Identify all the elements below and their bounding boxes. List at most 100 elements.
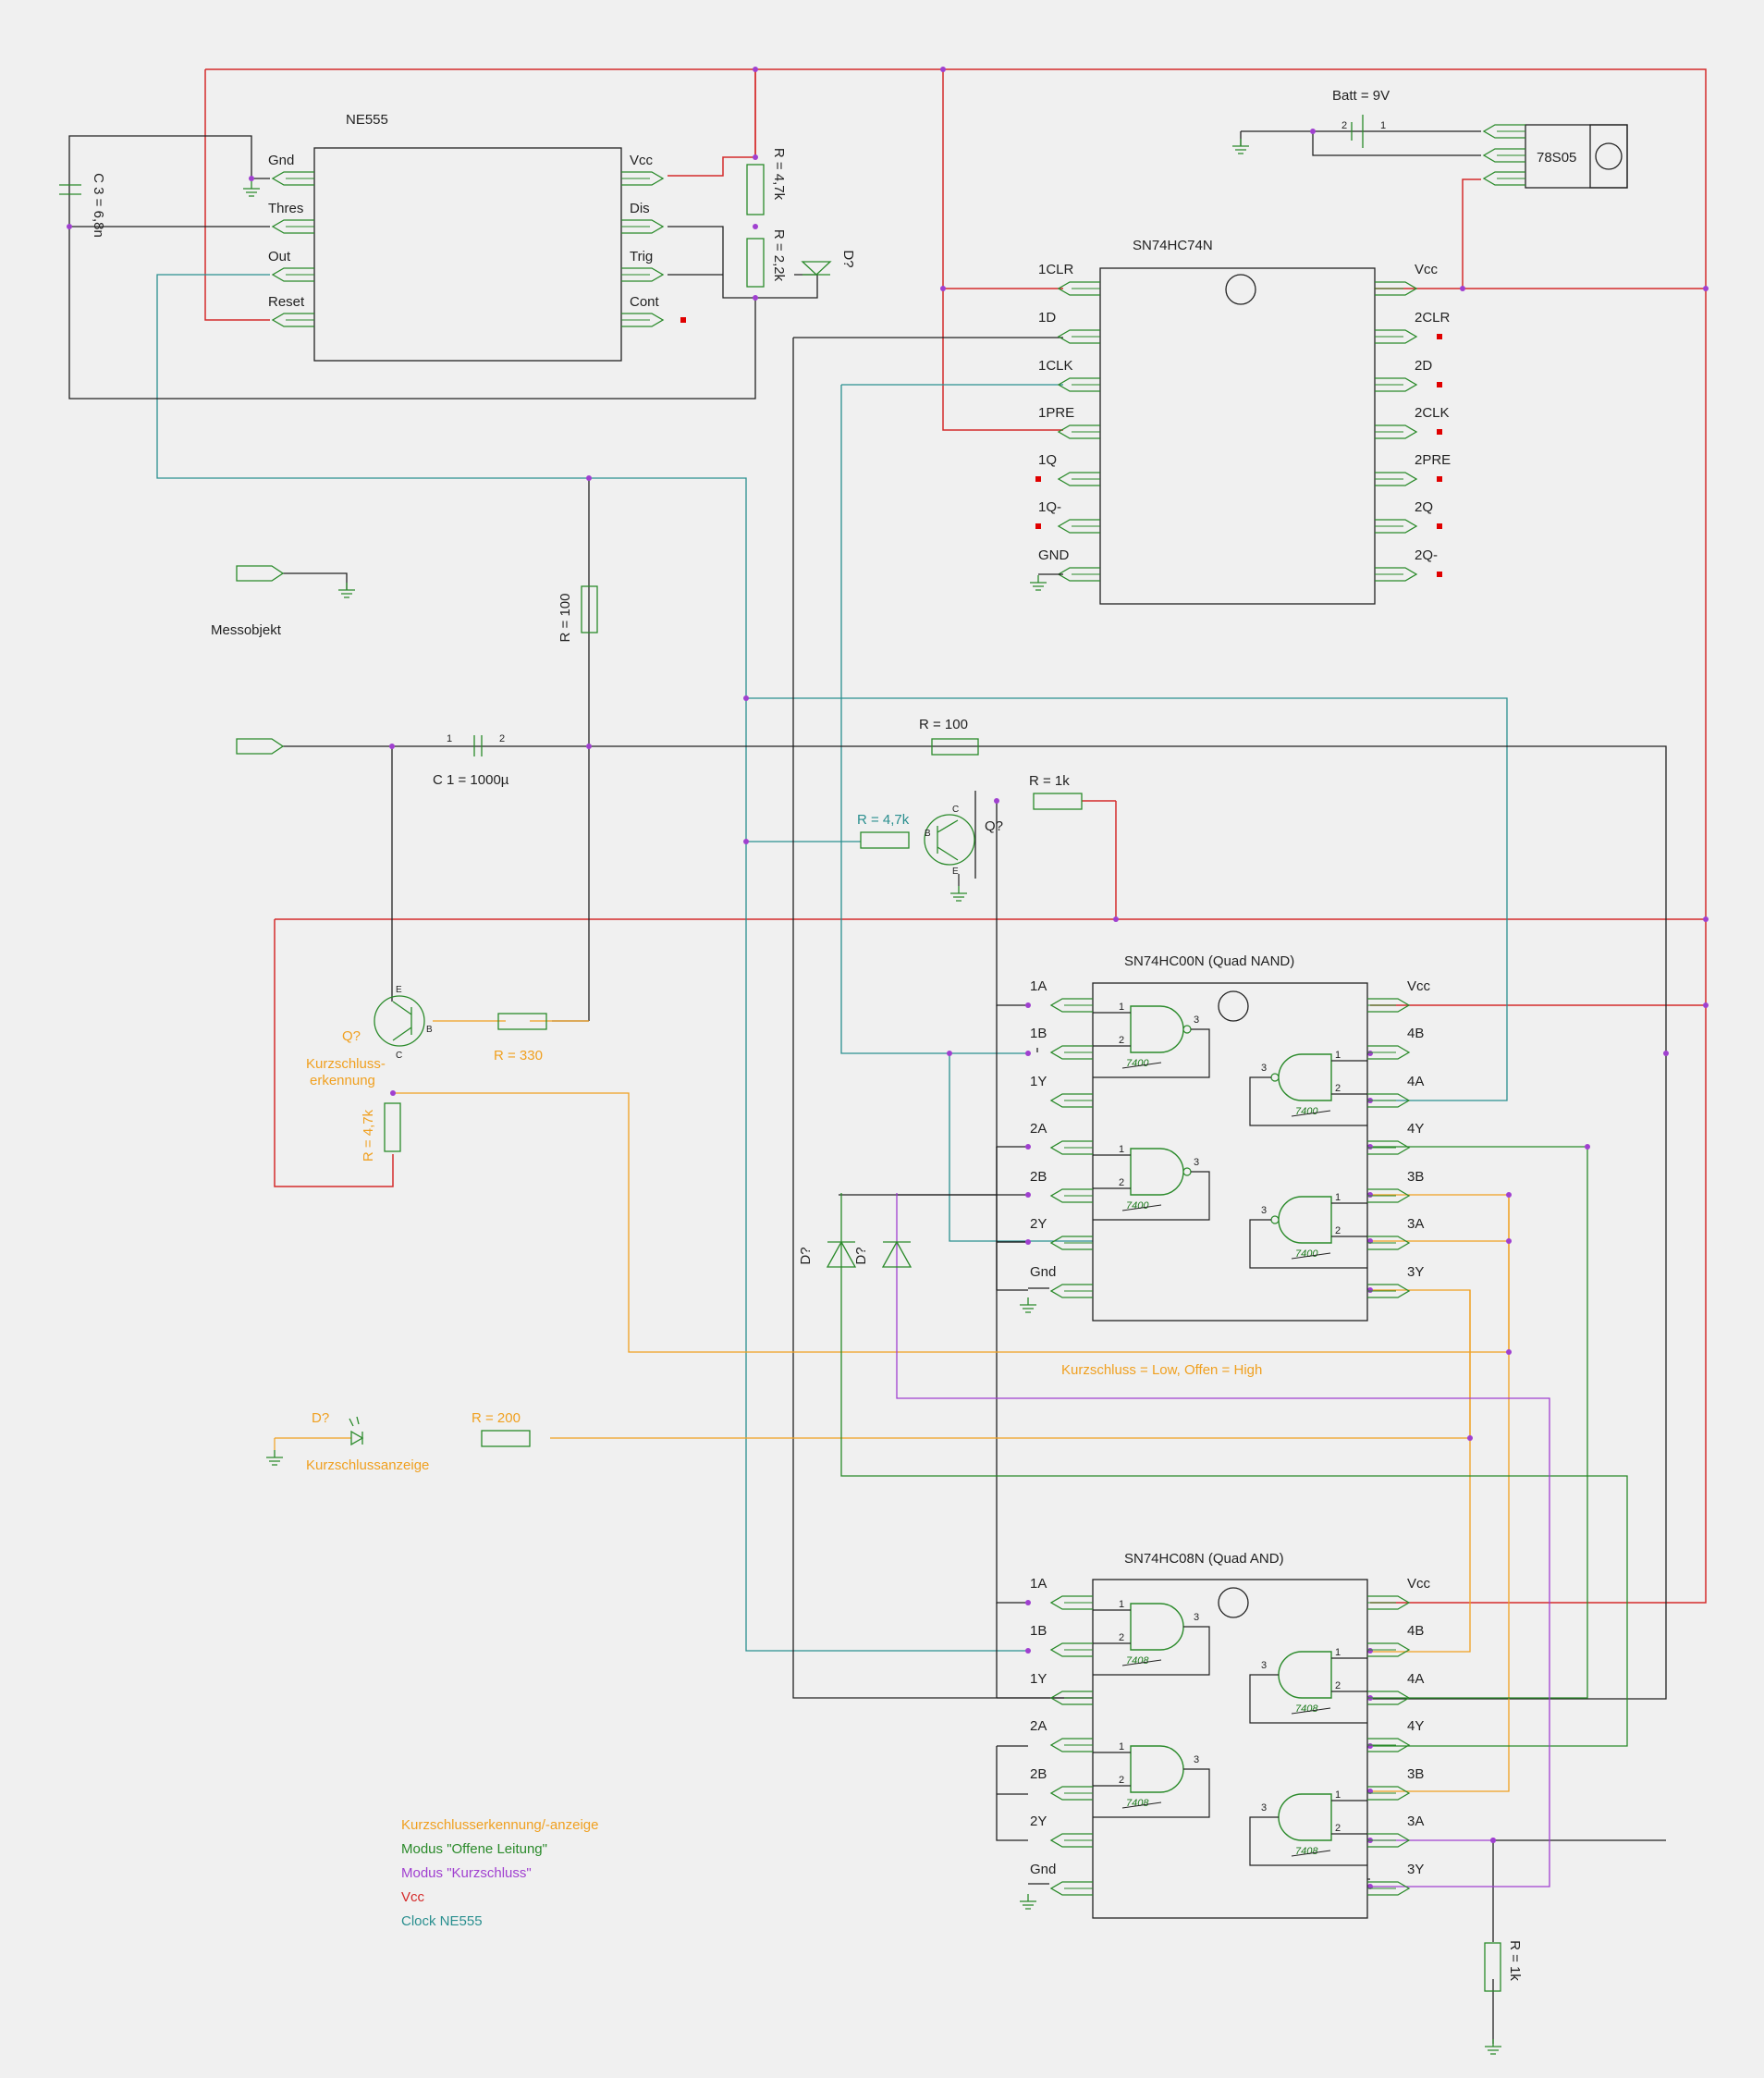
unconnected-marker bbox=[1437, 382, 1442, 387]
junction-node bbox=[1025, 1051, 1031, 1056]
nand-pin-2a bbox=[1049, 1140, 1093, 1155]
capacitor-c3 bbox=[59, 184, 81, 195]
battery-pin2: 2 bbox=[1341, 120, 1347, 131]
junction-node bbox=[249, 176, 254, 181]
nand-pin-label-3y: 3Y bbox=[1407, 1264, 1424, 1280]
junction-node bbox=[940, 286, 946, 291]
junction-node bbox=[1025, 1144, 1031, 1150]
led-name: D? bbox=[312, 1410, 329, 1426]
open-mode-wires bbox=[840, 1146, 1628, 1747]
ff-pin-2clk bbox=[1375, 424, 1418, 439]
junction-node bbox=[1467, 1435, 1473, 1441]
nand-gate-1: 7400 bbox=[1121, 1005, 1192, 1069]
nand-pin-label-1y: 1Y bbox=[1030, 1074, 1047, 1089]
ne555-pin-out bbox=[271, 267, 314, 282]
short-wires bbox=[275, 1020, 1510, 1792]
junction-node bbox=[586, 475, 592, 481]
nand-pin-label-4b: 4B bbox=[1407, 1026, 1424, 1041]
junction-node bbox=[753, 154, 758, 160]
and-pin-label-2y: 2Y bbox=[1030, 1814, 1047, 1829]
nand-pin-4a bbox=[1367, 1093, 1411, 1108]
and-pin-3y bbox=[1367, 1881, 1411, 1896]
sn74hc74n-ic: 1CLR1D1CLK1PRE1Q1Q-GNDVcc2CLR2D2CLK2PRE2… bbox=[1038, 262, 1451, 605]
unconnected-marker bbox=[1437, 572, 1442, 577]
nand-pin-label-2a: 2A bbox=[1030, 1121, 1047, 1137]
regulator-78s05 bbox=[1482, 124, 1628, 189]
nand-gate-3-type: 7400 bbox=[1295, 1106, 1318, 1117]
ff-pin-label-2pre: 2PRE bbox=[1415, 452, 1451, 468]
led-indicator bbox=[349, 1416, 364, 1446]
junction-node bbox=[994, 798, 999, 804]
ff-pin-label-2q: 2Q bbox=[1415, 499, 1433, 515]
ne555-pin-thres bbox=[271, 219, 314, 234]
ne555-pin-label-trig: Trig bbox=[630, 249, 653, 264]
nand-gate-2-type: 7400 bbox=[1126, 1200, 1149, 1211]
ff-pin-label-2q-: 2Q- bbox=[1415, 547, 1438, 563]
and-gate-3-in2: 2 bbox=[1335, 1680, 1341, 1691]
pnp-pin-e: E bbox=[396, 985, 402, 995]
junction-node bbox=[1025, 1239, 1031, 1245]
legend-item-2: Modus "Kurzschluss" bbox=[401, 1865, 532, 1881]
nand-pin-label-3a: 3A bbox=[1407, 1216, 1424, 1232]
pnp-pin-c: C bbox=[396, 1051, 402, 1061]
resistor-200 bbox=[481, 1430, 531, 1447]
nand-gate-4: 7400 bbox=[1270, 1196, 1332, 1260]
battery bbox=[1351, 115, 1364, 148]
and-gate-1: 7408 bbox=[1121, 1603, 1184, 1666]
ff-pin-2clr bbox=[1375, 329, 1418, 344]
ne555-periphery bbox=[59, 164, 832, 288]
ff-pin-1clr bbox=[1057, 281, 1100, 296]
resistor-4k7-npn bbox=[860, 831, 910, 849]
and-pin-label-3b: 3B bbox=[1407, 1766, 1424, 1782]
ground-symbols bbox=[243, 139, 1501, 2055]
junction-node bbox=[947, 1051, 952, 1056]
nand-pin-4b bbox=[1367, 1045, 1411, 1060]
and-pin-label-4b: 4B bbox=[1407, 1623, 1424, 1639]
nand-pin-3a bbox=[1367, 1236, 1411, 1250]
junction-node bbox=[1703, 1002, 1709, 1008]
and-gate-3-out: 3 bbox=[1261, 1660, 1267, 1671]
diodes-middle bbox=[826, 1240, 913, 1268]
and-gate-4: 7408 bbox=[1278, 1793, 1332, 1857]
nand-gate-1-in2: 2 bbox=[1119, 1035, 1124, 1046]
nand-gate-2: 7400 bbox=[1121, 1148, 1192, 1211]
r1k-bottom-label: R = 1k bbox=[1507, 1940, 1523, 1981]
and-gate-4-in1: 1 bbox=[1335, 1789, 1341, 1801]
ff-pin-2q bbox=[1375, 519, 1418, 534]
nand-pin-1b bbox=[1049, 1045, 1093, 1060]
legend: Kurzschlusserkennung/-anzeige Modus "Off… bbox=[401, 1817, 598, 1929]
and-gate-4-type: 7408 bbox=[1295, 1846, 1318, 1857]
ground-messobjekt bbox=[338, 583, 355, 598]
and-gate-2-type: 7408 bbox=[1126, 1798, 1149, 1809]
nand-pin-label-4y: 4Y bbox=[1407, 1121, 1424, 1137]
ne555-pin-label-vcc: Vcc bbox=[630, 153, 654, 168]
junction-node bbox=[940, 67, 946, 72]
and-gate-1-type: 7408 bbox=[1126, 1655, 1149, 1666]
ne555-title: NE555 bbox=[346, 112, 388, 128]
ground-ff bbox=[1030, 575, 1047, 591]
ff-title: SN74HC74N bbox=[1133, 238, 1213, 253]
r200-label: R = 200 bbox=[472, 1410, 521, 1426]
nand-gate-4-type: 7400 bbox=[1295, 1248, 1318, 1260]
ne555-pin-label-reset: Reset bbox=[268, 294, 305, 310]
messobjekt-label: Messobjekt bbox=[211, 622, 282, 638]
c1-label: C 1 = 1000µ bbox=[433, 772, 509, 788]
and-pin-2y bbox=[1049, 1833, 1093, 1848]
and-gate-3-type: 7408 bbox=[1295, 1703, 1318, 1715]
ne555-pin-trig bbox=[621, 267, 665, 282]
and-pin-label-2a: 2A bbox=[1030, 1718, 1047, 1734]
short-note: Kurzschluss = Low, Offen = High bbox=[1061, 1362, 1262, 1378]
pnp-transistor bbox=[374, 995, 425, 1047]
nand-gate-2-out: 3 bbox=[1194, 1157, 1199, 1168]
ff-pin-2pre bbox=[1375, 472, 1418, 486]
junction-node bbox=[389, 744, 395, 749]
ne555-r-top-label: R = 4,7k bbox=[771, 148, 787, 201]
battery-label: Batt = 9V bbox=[1332, 88, 1390, 104]
diode-mid-1-label: D? bbox=[798, 1247, 814, 1264]
nand-pin-label-2b: 2B bbox=[1030, 1169, 1047, 1185]
r100-vertical-label: R = 100 bbox=[557, 594, 573, 643]
junction-node bbox=[1025, 1600, 1031, 1605]
battery-pin1: 1 bbox=[1380, 120, 1386, 131]
resistor-100-horizontal bbox=[931, 738, 979, 756]
